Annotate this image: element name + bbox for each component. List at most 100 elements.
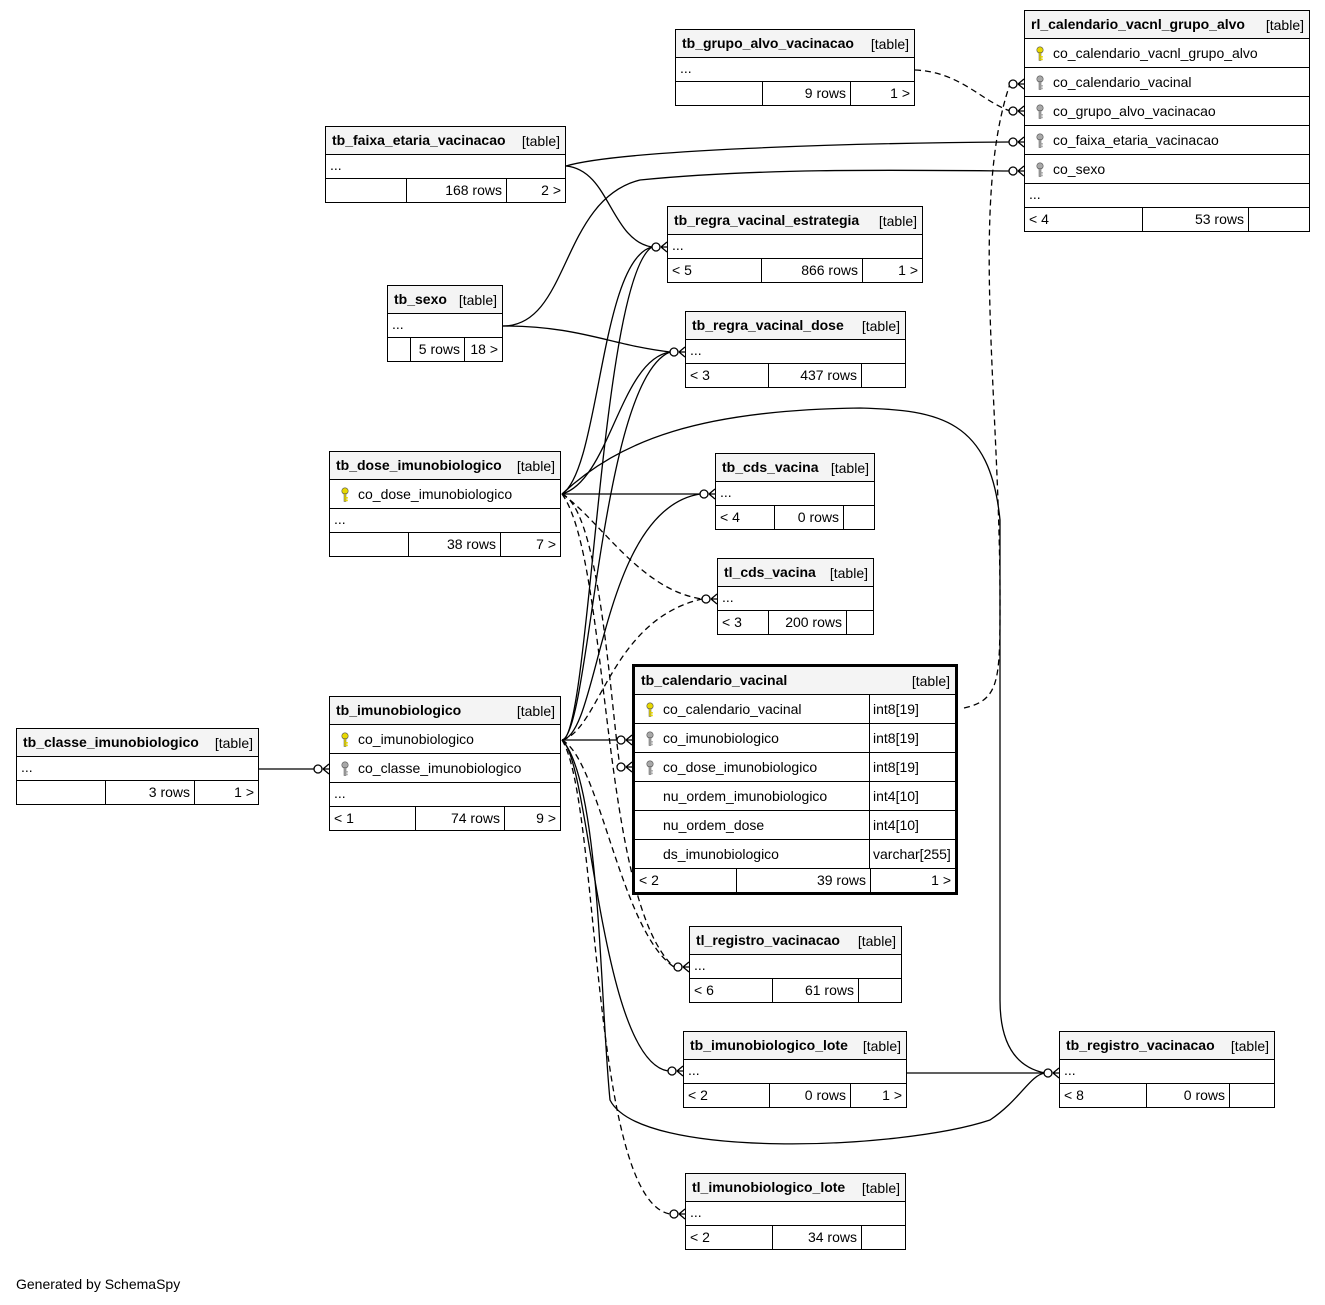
table-column[interactable]: co_calendario_vacnl_grupo_alvo: [1025, 39, 1309, 68]
table-header[interactable]: tb_imunobiologico_lote[table]: [684, 1032, 906, 1060]
table-header[interactable]: tl_imunobiologico_lote[table]: [686, 1174, 905, 1202]
table-header[interactable]: tb_regra_vacinal_estrategia[table]: [668, 207, 922, 235]
table-name[interactable]: tl_imunobiologico_lote: [692, 1179, 846, 1195]
table-tb-dose-imunobiologico[interactable]: tb_dose_imunobiologico[table]co_dose_imu…: [329, 451, 561, 557]
more-columns-ellipsis[interactable]: ...: [686, 340, 905, 364]
parents-count[interactable]: < 4: [720, 509, 740, 525]
table-name[interactable]: tb_sexo: [394, 291, 447, 307]
table-tb-imunobiologico[interactable]: tb_imunobiologico[table]co_imunobiologic…: [329, 696, 561, 831]
more-columns-ellipsis[interactable]: ...: [388, 314, 502, 338]
children-count[interactable]: [861, 1226, 905, 1249]
table-rl-calendario-vacnl-grupo-alvo[interactable]: rl_calendario_vacnl_grupo_alvo[table]co_…: [1024, 10, 1310, 232]
children-count[interactable]: 18 >: [464, 338, 502, 361]
table-name[interactable]: tl_cds_vacina: [724, 564, 816, 580]
table-column[interactable]: co_imunobiologico: [330, 725, 560, 754]
more-columns-ellipsis[interactable]: ...: [330, 509, 560, 533]
children-count[interactable]: 1 >: [194, 781, 258, 804]
more-columns-ellipsis[interactable]: ...: [676, 58, 914, 82]
more-columns-ellipsis[interactable]: ...: [1025, 184, 1309, 208]
table-header[interactable]: tb_calendario_vacinal[table]: [635, 667, 955, 695]
table-header[interactable]: rl_calendario_vacnl_grupo_alvo[table]: [1025, 11, 1309, 39]
table-name[interactable]: tl_registro_vacinacao: [696, 932, 840, 948]
table-column[interactable]: co_classe_imunobiologico: [330, 754, 560, 783]
more-columns-ellipsis[interactable]: ...: [684, 1060, 906, 1084]
table-tb-faixa-etaria-vacinacao[interactable]: tb_faixa_etaria_vacinacao[table]...168 r…: [325, 126, 566, 203]
table-tb-classe-imunobiologico[interactable]: tb_classe_imunobiologico[table]...3 rows…: [16, 728, 259, 805]
parents-count[interactable]: < 3: [690, 367, 710, 383]
children-count[interactable]: [843, 506, 874, 529]
children-count[interactable]: [858, 979, 901, 1002]
children-count[interactable]: 1 >: [862, 259, 922, 282]
more-columns-ellipsis[interactable]: ...: [330, 783, 560, 807]
parents-count[interactable]: < 4: [1029, 211, 1049, 227]
table-column[interactable]: co_dose_imunobiologico: [330, 480, 560, 509]
parents-count[interactable]: [330, 533, 408, 556]
table-header[interactable]: tb_classe_imunobiologico[table]: [17, 729, 258, 757]
table-name[interactable]: tb_cds_vacina: [722, 459, 819, 475]
more-columns-ellipsis[interactable]: ...: [690, 955, 901, 979]
more-columns-ellipsis[interactable]: ...: [1060, 1060, 1274, 1084]
table-header[interactable]: tb_cds_vacina[table]: [716, 454, 874, 482]
parents-count[interactable]: [326, 179, 406, 202]
parents-count[interactable]: [388, 338, 410, 361]
table-name[interactable]: tb_faixa_etaria_vacinacao: [332, 132, 506, 148]
parents-count[interactable]: < 6: [694, 982, 714, 998]
table-name[interactable]: tb_regra_vacinal_estrategia: [674, 212, 860, 228]
more-columns-ellipsis[interactable]: ...: [17, 757, 258, 781]
parents-count[interactable]: < 5: [672, 262, 692, 278]
table-name[interactable]: rl_calendario_vacnl_grupo_alvo: [1031, 16, 1245, 32]
parents-count[interactable]: < 2: [639, 872, 659, 888]
table-column[interactable]: co_sexo: [1025, 155, 1309, 184]
table-column[interactable]: co_faixa_etaria_vacinacao: [1025, 126, 1309, 155]
table-tb-regra-vacinal-estrategia[interactable]: tb_regra_vacinal_estrategia[table]... < 5…: [667, 206, 923, 283]
parents-count[interactable]: [676, 82, 762, 105]
table-name[interactable]: tb_calendario_vacinal: [641, 672, 788, 688]
table-header[interactable]: tb_dose_imunobiologico[table]: [330, 452, 560, 480]
parents-count[interactable]: [17, 781, 105, 804]
table-column[interactable]: co_calendario_vacinal: [1025, 68, 1309, 97]
table-name[interactable]: tb_regra_vacinal_dose: [692, 317, 844, 333]
parents-count[interactable]: < 8: [1064, 1087, 1084, 1103]
children-count[interactable]: 9 >: [504, 807, 560, 830]
children-count[interactable]: 2 >: [506, 179, 565, 202]
table-column[interactable]: co_grupo_alvo_vacinacao: [1025, 97, 1309, 126]
children-count[interactable]: [1229, 1084, 1274, 1107]
table-name[interactable]: tb_registro_vacinacao: [1066, 1037, 1215, 1053]
table-name[interactable]: tb_imunobiologico_lote: [690, 1037, 848, 1053]
children-count[interactable]: 7 >: [500, 533, 560, 556]
table-header[interactable]: tl_cds_vacina[table]: [718, 559, 873, 587]
table-header[interactable]: tb_sexo[table]: [388, 286, 502, 314]
table-header[interactable]: tb_faixa_etaria_vacinacao[table]: [326, 127, 565, 155]
table-name[interactable]: tb_dose_imunobiologico: [336, 457, 502, 473]
table-header[interactable]: tb_grupo_alvo_vacinacao[table]: [676, 30, 914, 58]
table-name[interactable]: tb_grupo_alvo_vacinacao: [682, 35, 854, 51]
parents-count[interactable]: < 1: [334, 810, 354, 826]
parents-count[interactable]: < 2: [688, 1087, 708, 1103]
children-count[interactable]: 1 >: [850, 1084, 906, 1107]
more-columns-ellipsis[interactable]: ...: [668, 235, 922, 259]
table-name[interactable]: tb_imunobiologico: [336, 702, 462, 718]
table-name[interactable]: tb_classe_imunobiologico: [23, 734, 199, 750]
table-header[interactable]: tb_registro_vacinacao[table]: [1060, 1032, 1274, 1060]
children-count[interactable]: 1 >: [870, 869, 955, 892]
more-columns-ellipsis[interactable]: ...: [718, 587, 873, 611]
table-tb-calendario-vacinal[interactable]: tb_calendario_vacinal[table]co_calendari…: [632, 664, 958, 895]
table-header[interactable]: tb_imunobiologico[table]: [330, 697, 560, 725]
more-columns-ellipsis[interactable]: ...: [326, 155, 565, 179]
children-count[interactable]: [846, 611, 873, 634]
parents-count[interactable]: < 3: [722, 614, 742, 630]
